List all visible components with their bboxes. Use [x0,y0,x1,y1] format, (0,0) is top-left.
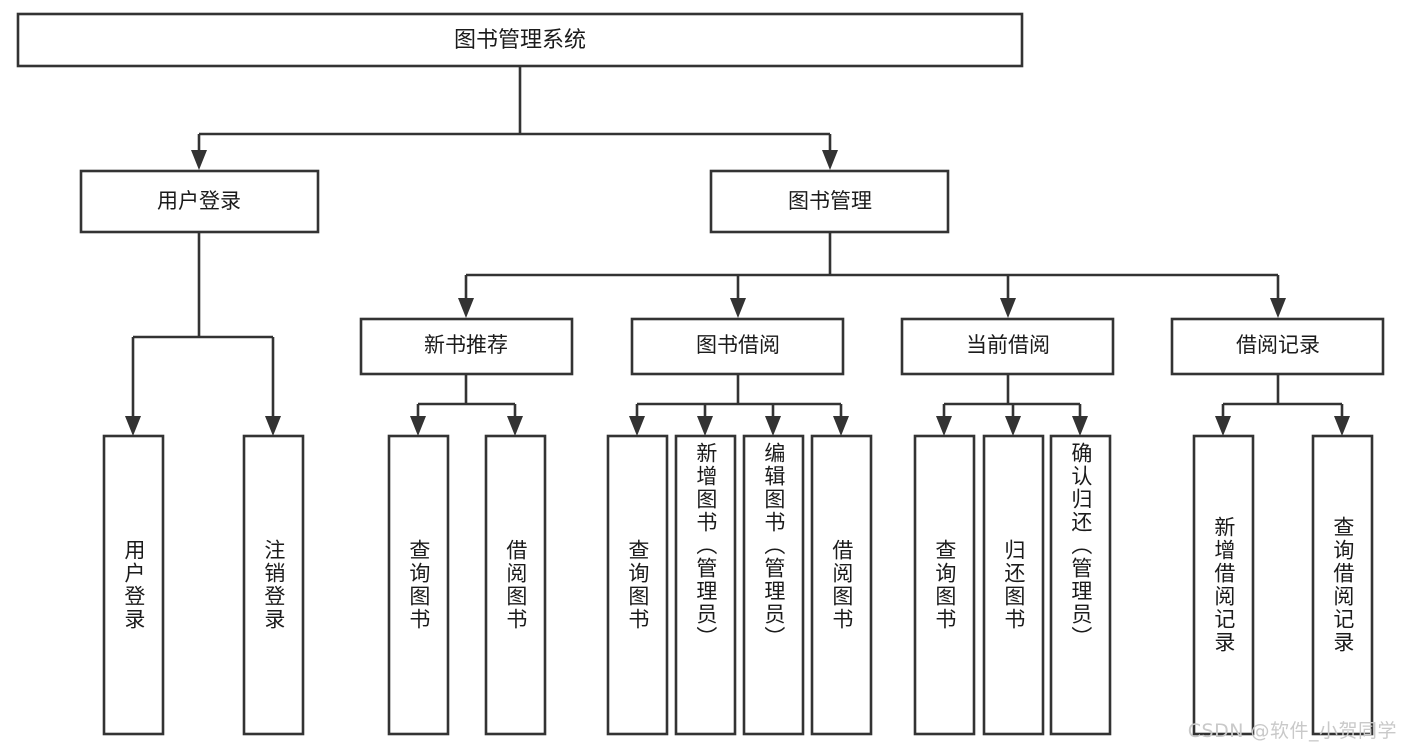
arrow-head-book-borrow [730,298,746,318]
leaf-box-return-book[interactable] [982,434,1045,736]
leaf-box-query-book-2[interactable] [606,434,669,736]
root-label: 图书管理系统 [454,28,586,53]
arrow-head-book-borrow-leaf-2 [697,416,713,436]
arrow-head-book-manage [822,150,838,170]
arrow-head-user-login [191,150,207,170]
arrow-head-new-book [458,298,474,318]
current-borrow-label: 当前借阅 [966,333,1050,357]
arrow-head-new-book-leaf-2 [507,416,523,436]
leaf-box-edit-book[interactable] [742,434,805,736]
arrow-head-book-borrow-leaf-4 [833,416,849,436]
node-user-login[interactable]: 用户登录 [79,169,320,234]
borrow-record-label: 借阅记录 [1236,333,1320,357]
book-borrow-label: 图书借阅 [696,333,780,357]
leaf-box-add-record[interactable] [1192,434,1255,736]
node-current-borrow[interactable]: 当前借阅 [900,317,1115,376]
arrow-head-current-borrow [1000,298,1016,318]
leaf-box-add-book[interactable] [674,434,737,736]
leaf-box-borrow-book-2[interactable] [810,434,873,736]
node-root[interactable]: 图书管理系统 [16,12,1024,68]
leaf-box-borrow-book-1[interactable] [484,434,547,736]
arrow-head-book-borrow-leaf-1 [629,416,645,436]
watermark: CSDN @软件_小贺同学 [1187,720,1397,742]
connector-book-borrow-to-leaves [629,374,849,436]
connector-root-to-level2 [191,66,838,170]
leaf-box-query-book-3[interactable] [913,434,976,736]
leaf-box-confirm-return[interactable] [1049,434,1112,736]
arrow-head-leaf-logout [265,416,281,436]
arrow-head-book-borrow-leaf-3 [765,416,781,436]
root-box [16,12,1024,68]
book-manage-label: 图书管理 [788,189,872,213]
leaf-box-query-book-1[interactable] [387,434,450,736]
book-manage-box [709,169,950,234]
new-book-recommend-box [359,317,574,376]
connector-current-borrow-to-leaves [936,374,1088,436]
current-borrow-box [900,317,1115,376]
node-book-manage[interactable]: 图书管理 [709,169,950,234]
arrow-head-new-book-leaf-1 [410,416,426,436]
arrow-head-current-borrow-leaf-3 [1072,416,1088,436]
arrow-head-current-borrow-leaf-1 [936,416,952,436]
arrow-head-borrow-record-leaf-2 [1334,416,1350,436]
connector-book-manage-to-level3 [458,232,1286,318]
leaf-box-logout[interactable] [242,434,305,736]
arrow-head-borrow-record-leaf-1 [1215,416,1231,436]
node-borrow-record[interactable]: 借阅记录 [1170,317,1385,376]
book-borrow-box [630,317,845,376]
user-login-label: 用户登录 [157,189,241,213]
connector-user-login-to-leaves [125,232,281,436]
connector-new-book-to-leaves [410,374,523,436]
arrow-head-leaf-user-login [125,416,141,436]
connector-borrow-record-to-leaves [1215,374,1350,436]
leaf-box-user-login[interactable] [102,434,165,736]
arrow-head-current-borrow-leaf-2 [1005,416,1021,436]
leaf-box-query-record[interactable] [1311,434,1374,736]
new-book-recommend-label: 新书推荐 [424,333,508,357]
borrow-record-box [1170,317,1385,376]
node-book-borrow[interactable]: 图书借阅 [630,317,845,376]
node-new-book-recommend[interactable]: 新书推荐 [359,317,574,376]
arrow-head-borrow-record [1270,298,1286,318]
